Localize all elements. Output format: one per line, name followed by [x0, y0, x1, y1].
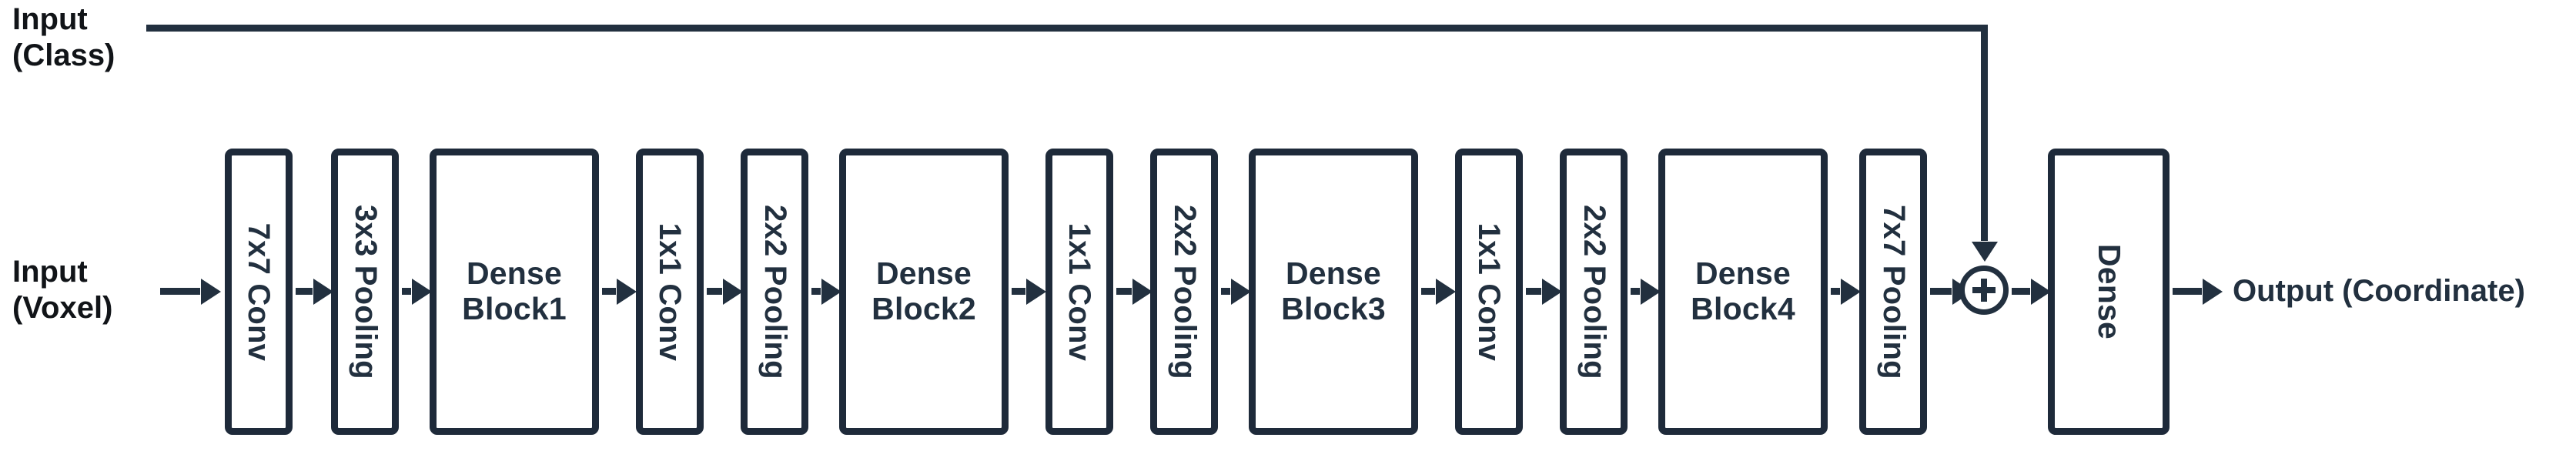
node-2x2-pooling-b[interactable]: 2x2 Pooling — [1150, 149, 1218, 435]
input-class-label: Input (Class) — [12, 2, 115, 73]
node-label: 2x2 Pooling — [758, 204, 792, 379]
arrow-dense4-to-pool77 — [1831, 288, 1840, 295]
sum-node[interactable] — [1959, 266, 2009, 315]
node-dense-block1[interactable]: Dense Block1 — [430, 149, 599, 435]
arrow-pool22a-to-dense2 — [811, 288, 821, 295]
arrow-dense2-to-conv1b — [1012, 288, 1025, 295]
node-label: 1x1 Conv — [1062, 222, 1097, 361]
node-7x7-pooling[interactable]: 7x7 Pooling — [1859, 149, 1927, 435]
class-skip-horizontal-line — [146, 25, 1988, 32]
arrow-conv1a-to-pool22a — [707, 288, 722, 295]
node-2x2-pooling-a[interactable]: 2x2 Pooling — [741, 149, 808, 435]
node-label: Dense Block1 — [462, 256, 567, 326]
node-dense-block3[interactable]: Dense Block3 — [1249, 149, 1418, 435]
arrow-dense1-to-conv1a — [602, 288, 616, 295]
arrow-sum-to-dense-out — [2012, 288, 2030, 295]
node-label: 2x2 Pooling — [1577, 204, 1611, 379]
node-2x2-pooling-c[interactable]: 2x2 Pooling — [1560, 149, 1628, 435]
class-skip-down-arrow — [1981, 25, 1988, 241]
node-dense-block2[interactable]: Dense Block2 — [839, 149, 1009, 435]
node-label: 2x2 Pooling — [1167, 204, 1202, 379]
output-label: Output (Coordinate) — [2233, 274, 2525, 308]
node-label: 1x1 Conv — [653, 222, 687, 361]
arrow-pool33-to-dense1 — [402, 288, 411, 295]
node-1x1-conv-b[interactable]: 1x1 Conv — [1045, 149, 1113, 435]
node-label: 1x1 Conv — [1472, 222, 1507, 361]
node-dense-output[interactable]: Dense — [2048, 149, 2170, 435]
plus-icon — [1972, 279, 1996, 302]
node-7x7-conv[interactable]: 7x7 Conv — [225, 149, 293, 435]
arrow-pool22c-to-dense4 — [1631, 288, 1640, 295]
node-label: 3x3 Pooling — [348, 204, 383, 379]
node-1x1-conv-a[interactable]: 1x1 Conv — [636, 149, 704, 435]
arrow-conv1b-to-pool22b — [1116, 288, 1132, 295]
node-3x3-pooling[interactable]: 3x3 Pooling — [331, 149, 399, 435]
arrow-dense-out-to-output — [2173, 288, 2202, 295]
arrow-conv7-to-pool33 — [296, 288, 313, 295]
arrow-dense3-to-conv1c — [1421, 288, 1435, 295]
node-label: 7x7 Pooling — [1876, 204, 1911, 379]
node-label: 7x7 Conv — [242, 222, 276, 361]
node-label: Dense Block3 — [1281, 256, 1386, 326]
node-dense-block4[interactable]: Dense Block4 — [1658, 149, 1828, 435]
arrow-pool22b-to-dense3 — [1221, 288, 1230, 295]
arrow-input-voxel-to-conv7 — [160, 288, 200, 295]
node-label: Dense — [2091, 243, 2127, 340]
arrow-pool77-to-sum — [1930, 288, 1952, 295]
node-label: Dense Block4 — [1691, 256, 1795, 326]
node-1x1-conv-c[interactable]: 1x1 Conv — [1455, 149, 1523, 435]
input-voxel-label: Input (Voxel) — [12, 255, 113, 326]
node-label: Dense Block2 — [871, 256, 976, 326]
arrow-conv1c-to-pool22c — [1526, 288, 1541, 295]
